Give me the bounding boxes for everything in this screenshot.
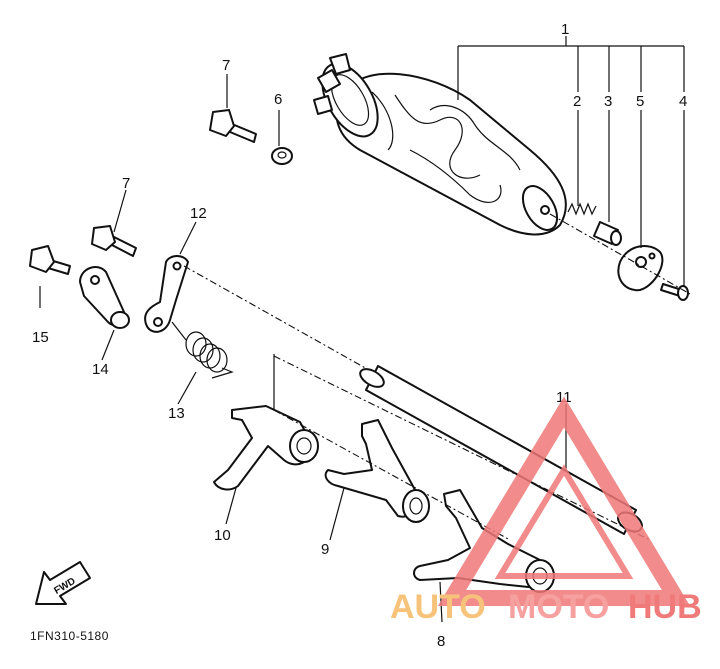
callout-5: 5 — [636, 93, 644, 110]
leader-9 — [329, 487, 345, 541]
watermark-logo — [437, 396, 691, 606]
callout-14: 14 — [92, 361, 109, 378]
leader-7-mid — [113, 189, 127, 233]
callout-4: 4 — [679, 93, 687, 110]
callout-2: 2 — [573, 93, 581, 110]
callout-10: 10 — [214, 527, 231, 544]
callout-13: 13 — [168, 405, 185, 422]
callout-7-top: 7 — [222, 57, 230, 74]
washer — [271, 147, 293, 165]
callout-7-mid: 7 — [122, 175, 130, 192]
bracket-axis-line — [183, 265, 601, 501]
watermark-hub: HUB — [628, 588, 702, 626]
callout-1: 1 — [561, 21, 569, 38]
callout-12: 12 — [190, 205, 207, 222]
drum-spring — [567, 202, 597, 216]
watermark-auto: AUTO — [390, 588, 486, 626]
callout-9: 9 — [321, 541, 329, 558]
diagram-code: 1FN310-5180 — [30, 629, 109, 643]
stopper-lever — [79, 266, 130, 329]
callout-3: 3 — [604, 93, 612, 110]
watermark-moto: MOTO — [508, 588, 609, 626]
callout-8: 8 — [437, 633, 445, 650]
bolt-15 — [29, 245, 71, 275]
callout-15: 15 — [32, 329, 49, 346]
forward-arrow-icon: FWD — [35, 561, 91, 605]
shift-drum — [313, 53, 567, 236]
drum-pin — [593, 221, 622, 246]
segment-screw — [660, 283, 689, 301]
bracket — [144, 255, 189, 333]
leader-14 — [101, 329, 115, 361]
shift-fork-9 — [324, 419, 430, 523]
bolt-mid — [91, 225, 137, 257]
callout-6: 6 — [274, 91, 282, 108]
leader-10 — [225, 487, 237, 525]
leader-13 — [177, 371, 197, 405]
leader-12 — [179, 221, 197, 255]
bolt-top — [209, 109, 257, 143]
drum-axis-line — [549, 213, 691, 295]
torsion-spring — [171, 321, 234, 379]
shift-fork-10 — [213, 405, 319, 491]
drum-segment — [617, 245, 664, 292]
